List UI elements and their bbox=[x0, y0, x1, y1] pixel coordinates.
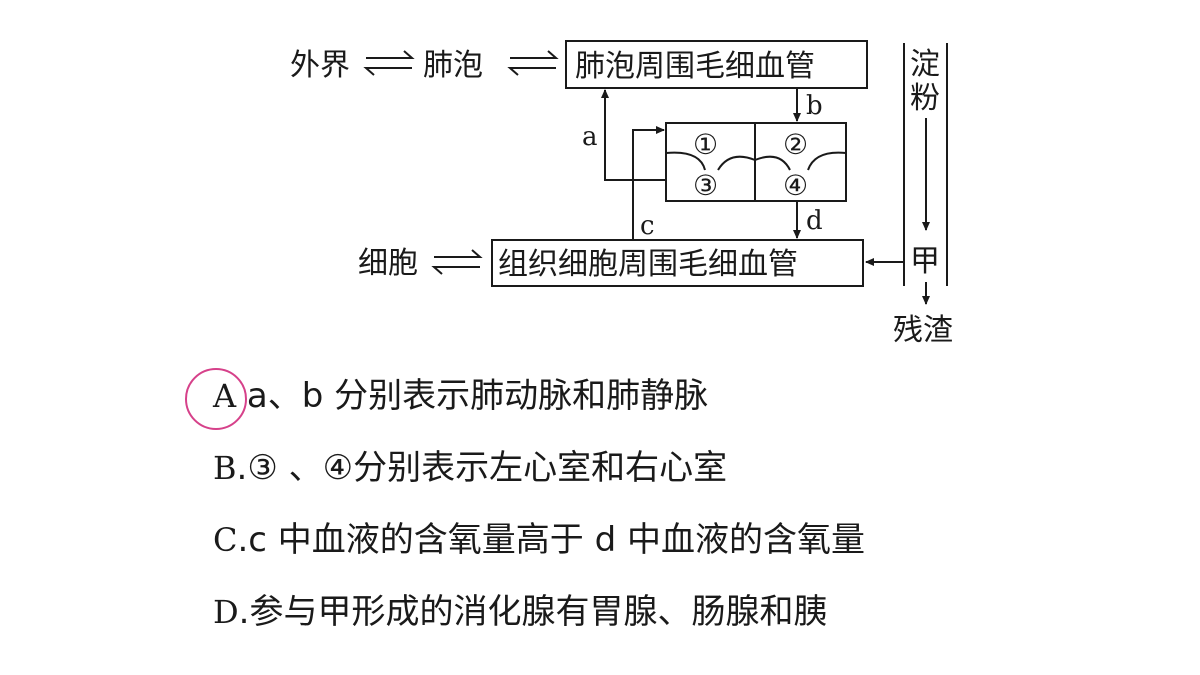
arrow-a-label: a bbox=[582, 122, 598, 152]
option-d[interactable]: D.参与甲形成的消化腺有胃腺、肠腺和胰 bbox=[213, 590, 827, 634]
left-valve-curve bbox=[665, 151, 756, 171]
option-b-text: ③ 、④分别表示左心室和右心室 bbox=[247, 448, 728, 488]
alveoli-label: 肺泡 bbox=[423, 48, 483, 83]
option-c-text: c 中血液的含氧量高于 d 中血液的含氧量 bbox=[248, 520, 865, 560]
alveolar-capillaries-label: 肺泡周围毛细血管 bbox=[575, 49, 815, 84]
option-c-letter: C bbox=[213, 521, 238, 559]
equilibrium-arrow-cells-capillaries bbox=[431, 249, 483, 275]
option-b-sep: . bbox=[236, 448, 248, 488]
alveolar-capillaries-box bbox=[565, 40, 868, 89]
residue-label: 残渣 bbox=[893, 313, 953, 348]
outside-label: 外界 bbox=[290, 48, 350, 83]
tissue-capillaries-label: 组织细胞周围毛细血管 bbox=[498, 247, 798, 282]
cells-label: 细胞 bbox=[358, 246, 418, 281]
option-d-text: 参与甲形成的消化腺有胃腺、肠腺和胰 bbox=[249, 592, 828, 632]
right-valve-curve bbox=[754, 151, 847, 171]
chamber-4: ④ bbox=[783, 169, 808, 202]
tissue-capillaries-box bbox=[491, 239, 864, 287]
option-d-sep: . bbox=[238, 592, 250, 632]
option-c-sep: . bbox=[237, 520, 249, 560]
chamber-2: ② bbox=[783, 128, 808, 161]
option-a[interactable]: A a、b 分别表示肺动脉和肺静脉 bbox=[213, 374, 708, 418]
arrow-a bbox=[601, 89, 666, 181]
option-a-letter: A bbox=[213, 377, 237, 415]
chamber-1: ① bbox=[693, 128, 718, 161]
jia-label: 甲 bbox=[910, 244, 940, 279]
arrow-d-label: d bbox=[806, 206, 823, 236]
option-a-text: a、b 分别表示肺动脉和肺静脉 bbox=[236, 376, 709, 416]
answer-circle-mark bbox=[185, 368, 247, 430]
starch-label-1: 淀 bbox=[910, 47, 940, 82]
arrow-b-label: b bbox=[806, 91, 823, 121]
equilibrium-arrow-outside-alveoli bbox=[363, 50, 415, 76]
starch-label-2: 粉 bbox=[910, 81, 940, 116]
option-c[interactable]: C.c 中血液的含氧量高于 d 中血液的含氧量 bbox=[213, 518, 865, 562]
option-b[interactable]: B.③ 、④分别表示左心室和右心室 bbox=[213, 446, 727, 490]
arrow-c bbox=[632, 126, 665, 240]
option-b-letter: B bbox=[213, 449, 237, 487]
chamber-3: ③ bbox=[693, 169, 718, 202]
equilibrium-arrow-alveoli-capillaries bbox=[507, 50, 559, 76]
option-d-letter: D bbox=[213, 593, 239, 631]
arrow-c-label: c bbox=[640, 211, 655, 241]
